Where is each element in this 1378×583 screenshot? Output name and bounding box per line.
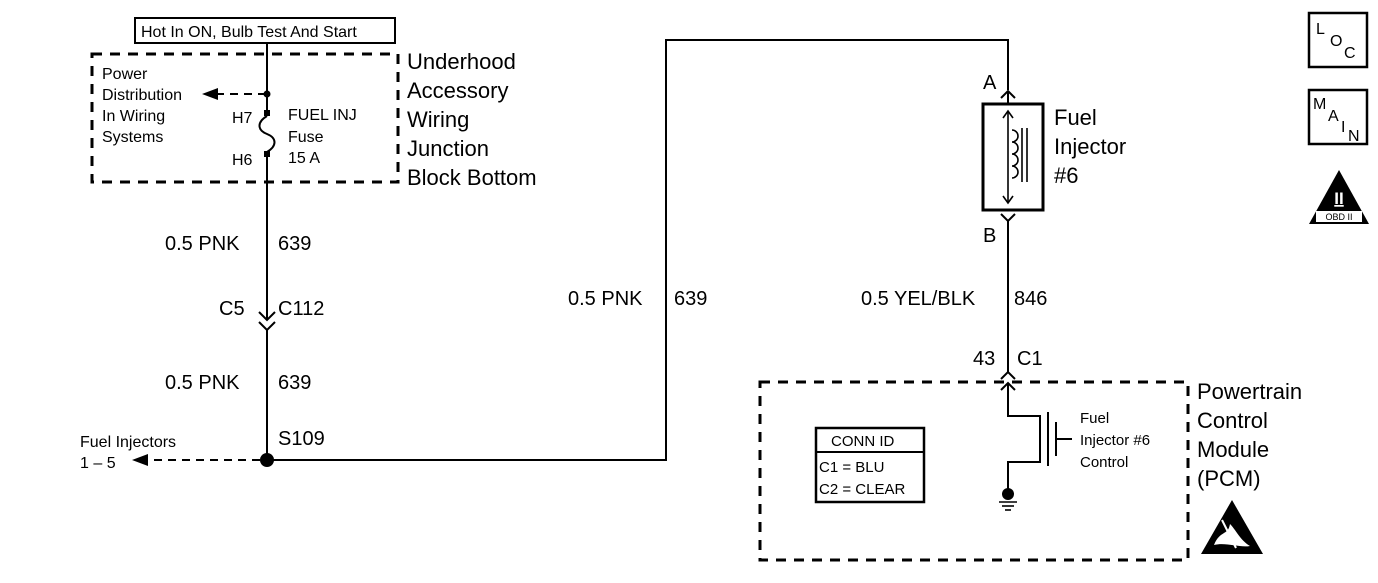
conn-id-row: C1 = BLU: [819, 459, 884, 476]
right-wire-gauge-color: 0.5 YEL/BLK: [861, 288, 976, 310]
main-icon[interactable]: M A I N: [1307, 88, 1369, 146]
pcm-outline: [758, 380, 1190, 562]
svg-text:Fuel Injectors: Fuel Injectors: [80, 434, 176, 451]
svg-text:15 A: 15 A: [288, 150, 320, 167]
svg-text:Distribution: Distribution: [102, 87, 182, 104]
svg-text:Control: Control: [1080, 454, 1128, 471]
svg-text:Fuse: Fuse: [288, 129, 324, 146]
splice-s109-label: S109: [278, 428, 325, 450]
svg-text:Junction: Junction: [407, 136, 489, 161]
injector-terminal-b: B: [983, 225, 996, 247]
svg-text:Control: Control: [1197, 408, 1268, 433]
svg-text:A: A: [1328, 108, 1339, 125]
obd-ii-icon[interactable]: II OBD II: [1309, 170, 1369, 224]
fuse-label: FUEL INJ Fuse 15 A: [288, 107, 357, 167]
connector-c112-chevron-top-icon: [258, 311, 276, 322]
right-wire-circuit: 846: [1014, 288, 1047, 310]
fuel-injector-box: [981, 102, 1045, 212]
obd-ii-label: OBD II: [1325, 212, 1352, 222]
svg-text:Module: Module: [1197, 437, 1269, 462]
pcm-title: Powertrain Control Module (PCM): [1197, 379, 1302, 491]
conn-id-header: CONN ID: [831, 433, 895, 450]
connector-c112-chevron-bottom-icon: [258, 321, 276, 332]
middle-wire-circuit: 639: [674, 288, 707, 310]
conn-id-row: C2 = CLEAR: [819, 481, 905, 498]
svg-text:In Wiring: In Wiring: [102, 108, 165, 125]
terminal-h6-label: H6: [232, 152, 253, 169]
svg-text:(PCM): (PCM): [1197, 466, 1261, 491]
fuel-injectors-1-5-label: Fuel Injectors 1 – 5: [80, 434, 176, 472]
fuse-symbol-icon: [258, 115, 276, 153]
left-wire-upper-circuit: 639: [278, 233, 311, 255]
svg-text:#6: #6: [1054, 163, 1078, 188]
power-distribution-label: Power Distribution In Wiring Systems: [102, 66, 182, 146]
injector-title: Fuel Injector #6: [1054, 105, 1126, 188]
esd-warning-icon: [1201, 500, 1263, 554]
svg-text:Injector #6: Injector #6: [1080, 432, 1150, 449]
injector-driver-transistor-icon: [1007, 383, 1072, 490]
svg-text:Fuel: Fuel: [1080, 410, 1109, 427]
svg-text:I: I: [1341, 119, 1345, 136]
obd-ii-numeral: II: [1334, 189, 1343, 208]
terminal-h7-marker: [264, 110, 270, 116]
terminal-h6-marker: [264, 151, 270, 157]
svg-text:M: M: [1313, 96, 1326, 113]
left-wire-upper-gauge-color: 0.5 PNK: [165, 233, 240, 255]
svg-text:Power: Power: [102, 66, 148, 83]
fuel-injectors-arrow-icon: [132, 454, 148, 466]
header-box-label: Hot In ON, Bulb Test And Start: [141, 24, 357, 41]
svg-text:Fuel: Fuel: [1054, 105, 1097, 130]
middle-wire-gauge-color: 0.5 PNK: [568, 288, 643, 310]
left-wire-lower-gauge-color: 0.5 PNK: [165, 372, 240, 394]
injector-coil-icon: [1002, 109, 1028, 205]
svg-text:Block Bottom: Block Bottom: [407, 165, 537, 190]
conn-id-table: CONN ID C1 = BLU C2 = CLEAR: [814, 426, 926, 504]
svg-text:1 – 5: 1 – 5: [80, 455, 116, 472]
terminal-h7-label: H7: [232, 110, 253, 127]
injector-control-label: Fuel Injector #6 Control: [1080, 410, 1150, 471]
svg-text:L: L: [1316, 21, 1325, 38]
svg-text:O: O: [1330, 33, 1342, 50]
injector-terminal-a: A: [983, 72, 997, 94]
svg-text:C: C: [1344, 45, 1356, 62]
svg-text:N: N: [1348, 128, 1360, 145]
svg-text:FUEL INJ: FUEL INJ: [288, 107, 357, 124]
svg-text:Wiring: Wiring: [407, 107, 469, 132]
svg-text:Powertrain: Powertrain: [1197, 379, 1302, 404]
left-wire-lower-circuit: 639: [278, 372, 311, 394]
injector-feed-wire: [267, 39, 1009, 461]
junction-block-outline: [90, 52, 400, 184]
pcm-connector-chevron-top-icon: [1000, 370, 1016, 380]
connector-c112-name: C112: [278, 298, 324, 320]
junction-block-title: Underhood Accessory Wiring Junction Bloc…: [407, 49, 537, 190]
loc-icon[interactable]: L O C: [1307, 11, 1369, 69]
svg-text:Underhood: Underhood: [407, 49, 516, 74]
svg-text:Accessory: Accessory: [407, 78, 508, 103]
pcm-connector-name: C1: [1017, 348, 1043, 370]
svg-text:Injector: Injector: [1054, 134, 1126, 159]
connector-c112-pin: C5: [219, 298, 245, 320]
injector-terminal-b-chevron-icon: [1000, 213, 1016, 223]
header-box: Hot In ON, Bulb Test And Start: [134, 17, 396, 44]
pcm-connector-pin: 43: [973, 348, 995, 370]
ground-icon: [999, 488, 1017, 511]
power-distribution-arrow-icon: [202, 88, 218, 100]
svg-text:Systems: Systems: [102, 129, 163, 146]
